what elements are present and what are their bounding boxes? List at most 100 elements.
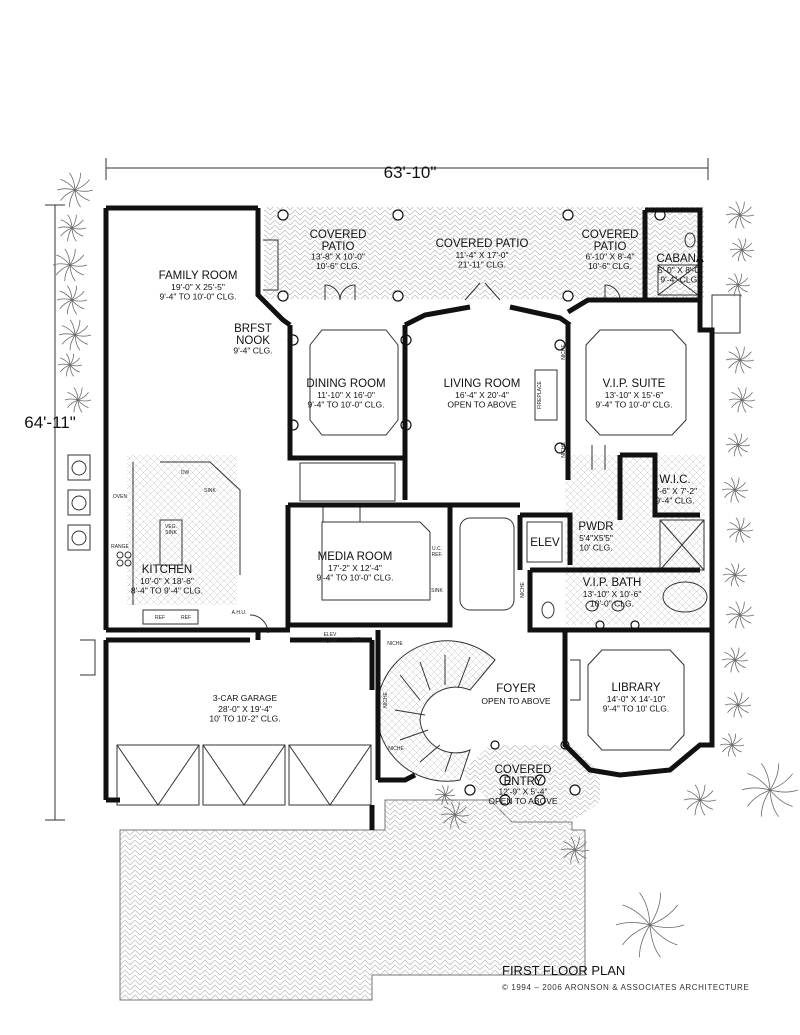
water-heater-label: WH (354, 637, 363, 643)
room-text-line: PATIO (322, 241, 355, 253)
fireplace-label: FIREPLACE (537, 380, 543, 408)
ref-label-2: REF (181, 615, 191, 621)
width-dimension: 63'-10" (384, 163, 437, 182)
niche-label-5: NICHE (388, 746, 404, 752)
room-text-line: FOYER (496, 683, 536, 695)
room-text-line: 4'-6" X 7'-2" (653, 486, 697, 496)
palm-plant (725, 346, 755, 374)
plan-title: FIRST FLOOR PLAN (502, 963, 625, 978)
room-text-line: 5'-0" X 8'-0" (658, 265, 702, 275)
oven-label: OVEN (113, 494, 128, 500)
room-text-line: W.I.C. (659, 474, 690, 486)
room-text-line: 17'-2" X 12'-4" (328, 563, 382, 573)
room-text-line: 9'-4" TO 10'-0" CLG. (308, 400, 385, 410)
ahu-label: A.H.U. (232, 610, 247, 616)
niche-label-3: NICHE (520, 582, 526, 598)
kitchen-sink-label: SINK (204, 488, 216, 494)
room-text-line: 5'4"X5'5" (579, 533, 613, 543)
room-text-line: 10' CLG. (579, 543, 612, 553)
uc-ref-label: U.C.REF. (432, 546, 443, 558)
room-text-line: 9'-4" TO 10'-0" CLG. (317, 573, 394, 583)
room-text-line: 6'-10" X 8'-4" (586, 252, 635, 262)
room-text-line: OPEN TO ABOVE (447, 400, 516, 410)
room-text-line: 10'-6" CLG. (588, 261, 632, 271)
room-text-line: 28'-0" X 19'-4" (218, 704, 272, 714)
palm-plant (58, 319, 92, 351)
room-text-line: COVERED (310, 229, 367, 241)
room-text-line: 10'-0" X 18'-6" (140, 576, 194, 586)
room-text-line: 9'-4" TO 10' CLG. (603, 704, 669, 714)
patio-hatching (127, 207, 705, 822)
palm-plant (725, 433, 751, 457)
palm-plant (721, 477, 749, 503)
room-text-line: 9'-4" TO 10'-0" CLG. (596, 400, 673, 410)
palm-plant (725, 601, 755, 629)
bar-sink-label: SINK (431, 588, 443, 594)
niche-label-1: NICHE (561, 344, 567, 360)
room-text-line: COVERED (582, 229, 639, 241)
room-text-line: OPEN TO ABOVE (488, 796, 557, 806)
room-text-line: ELEV (530, 537, 560, 549)
landscaping (52, 172, 799, 958)
dishwasher-label: DW (181, 470, 190, 476)
room-text-line: 13'-8" X 10'-0" (311, 252, 365, 262)
room-label-elevator: ELEV (530, 537, 560, 549)
room-text-line: LIBRARY (611, 682, 660, 694)
room-text-line: 9'-4" CLG. (660, 275, 699, 285)
room-label-wic: W.I.C.4'-6" X 7'-2"9'-4" CLG. (653, 474, 697, 506)
room-text-line: 10' TO 10'-2" CLG. (209, 714, 280, 724)
room-text-line: 12'-9" X 5'-4" (499, 787, 548, 797)
room-text-line: 19'-0" X 25'-5" (171, 282, 225, 292)
range-label: RANGE (111, 544, 129, 550)
palm-plant (722, 563, 748, 587)
depth-dimension: 64'-11" (24, 413, 76, 432)
room-text-line: 8'-4" TO 9'-4" CLG. (131, 586, 203, 596)
room-text-line: 11'-4" X 17'-0" (455, 250, 508, 260)
palm-plant (64, 387, 92, 413)
room-text-line: 13'-10" X 15'-6" (605, 390, 663, 400)
walls (103, 205, 715, 830)
palm-plant (683, 784, 717, 816)
room-text-line: KITCHEN (142, 564, 192, 576)
niche-label-4: NICHE (383, 692, 389, 708)
room-text-line: 11'-10" X 16'-0" (317, 390, 375, 400)
room-text-line: 13'-10" X 10'-6" (583, 589, 641, 599)
room-text-line: COVERED PATIO (436, 238, 529, 250)
palm-plant (726, 517, 754, 543)
room-text-line: PWDR (578, 521, 613, 533)
palm-plant (57, 214, 87, 242)
driveway (119, 799, 586, 1001)
room-text-line: 9'-4" CLG. (655, 496, 694, 506)
niche-label-2: NICHE (561, 442, 567, 458)
room-text-line: 10'-0" CLG. (590, 599, 634, 609)
niche-label-6: NICHE (387, 641, 403, 647)
room-text-line: DINING ROOM (306, 378, 385, 390)
cooktop-icons (67, 454, 132, 567)
palm-plant (56, 285, 88, 315)
room-text-line: CABANA (656, 253, 704, 265)
palm-plant (725, 201, 755, 229)
palm-plant (729, 238, 755, 262)
interior-lines (45, 158, 741, 821)
room-text-line: 3-CAR GARAGE (213, 693, 278, 703)
copyright: © 1994 – 2006 ARONSON & ASSOCIATES ARCHI… (502, 983, 749, 992)
palm-plant (56, 172, 94, 208)
veg-sink-label: VEG.SINK (165, 524, 177, 536)
room-text-line: 10'-6" CLG. (316, 261, 360, 271)
palm-plant (615, 892, 685, 958)
room-text-line: BRFST (234, 323, 272, 335)
room-text-line: MEDIA ROOM (318, 551, 393, 563)
